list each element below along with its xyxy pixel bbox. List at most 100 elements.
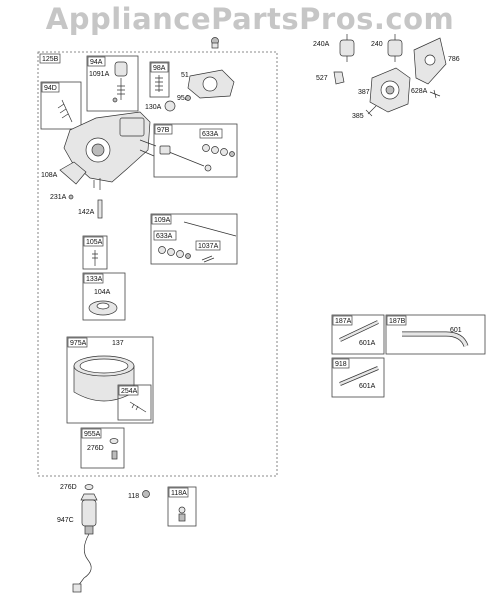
label-105A: 105A (86, 239, 103, 246)
box-254A (117, 384, 152, 421)
tag-133A (83, 273, 104, 284)
tag-187B (386, 315, 407, 326)
label-95A: 95A (177, 95, 190, 102)
label-1037A: 1037A (198, 243, 219, 250)
tag-94A (87, 56, 106, 67)
label-633A-1: 633A (202, 131, 219, 138)
label-955A: 955A (84, 431, 101, 438)
label-142A: 142A (78, 209, 95, 216)
box-955A (80, 427, 125, 469)
screw-628A (429, 89, 441, 99)
tag-94D (41, 82, 60, 93)
gasket-51 (187, 69, 235, 99)
label-601A-1: 601A (359, 340, 376, 347)
label-276D-2: 276D (60, 484, 77, 491)
box-918 (331, 357, 385, 398)
tag-98A (150, 62, 169, 73)
box-975A (66, 336, 154, 424)
choke-shaft-109A (183, 221, 237, 237)
throttle-shaft-97B (159, 144, 235, 172)
fuel-filter-240 (387, 34, 403, 62)
label-601: 601 (450, 327, 462, 334)
label-628A: 628A (411, 88, 428, 95)
fuel-filter-240A (339, 34, 355, 62)
label-975A: 975A (70, 340, 87, 347)
float-104A (88, 300, 118, 316)
box-187B (385, 314, 486, 355)
carburetor-body (63, 111, 157, 190)
box-187A (331, 314, 385, 355)
label-527: 527 (316, 75, 328, 82)
tag-1037A (195, 240, 221, 251)
label-94D: 94D (44, 85, 57, 92)
label-254A: 254A (121, 388, 138, 395)
box-97B (153, 123, 238, 178)
pin-142A (97, 199, 103, 219)
label-98A: 98A (153, 65, 166, 72)
tag-254A (118, 385, 139, 396)
box-94D (40, 81, 82, 130)
screw-105A (92, 250, 98, 266)
label-97B: 97B (157, 127, 170, 134)
label-104A: 104A (94, 289, 111, 296)
part-231A (68, 194, 74, 200)
tag-109A (151, 214, 172, 225)
carburetor-assembly-frame (37, 51, 278, 477)
label-240: 240 (371, 41, 383, 48)
spring-98A (155, 75, 163, 92)
tag-187A (332, 315, 353, 326)
tag-918 (332, 358, 350, 369)
washer-276D-2 (84, 484, 94, 490)
tag-118A (168, 487, 189, 498)
box-105A (82, 235, 108, 270)
label-633A-2: 633A (156, 233, 173, 240)
label-94A: 94A (90, 59, 103, 66)
label-130A: 130A (145, 104, 162, 111)
screw-94D (57, 99, 73, 123)
label-276D-1: 276D (87, 445, 104, 452)
label-231A: 231A (50, 194, 67, 201)
label-387: 387 (358, 89, 370, 96)
tag-633A-2 (153, 230, 177, 241)
fuel-solenoid-947C (72, 493, 98, 593)
label-240A: 240A (313, 41, 330, 48)
label-109A: 109A (154, 217, 171, 224)
box-133A (82, 272, 126, 321)
plate-108A (59, 161, 87, 185)
seals-633A-2 (158, 246, 191, 259)
fuel-line-918 (339, 366, 379, 386)
screw-385 (365, 105, 377, 117)
part-130A (164, 100, 176, 112)
tag-633A-1 (199, 128, 223, 139)
fuel-line-187B (402, 331, 469, 347)
box-118A (167, 486, 197, 527)
tag-975A (67, 337, 88, 348)
tag-125B (39, 53, 61, 64)
watermark: AppliancePartsPros.com (45, 2, 455, 36)
label-187A: 187A (335, 318, 352, 325)
label-133A: 133A (86, 276, 103, 283)
clamp-527 (333, 71, 345, 85)
float-needle-part (112, 61, 128, 103)
bracket-786 (413, 37, 447, 85)
label-1091A: 1091A (89, 71, 110, 78)
label-601A-2: 601A (359, 383, 376, 390)
label-118: 118 (128, 493, 139, 500)
spring-1037A (201, 255, 215, 263)
fuel-line-187A (339, 320, 379, 342)
part-118A (178, 506, 186, 522)
label-118A: 118A (171, 490, 187, 497)
label-786: 786 (448, 56, 460, 63)
label-51: 51 (181, 72, 189, 79)
tag-105A (83, 236, 104, 247)
screw-top (211, 37, 219, 49)
box-109A (150, 213, 238, 265)
tag-955A (81, 428, 102, 439)
label-918: 918 (335, 361, 347, 368)
part-95A (185, 95, 191, 101)
fuel-pump-387 (369, 67, 411, 113)
screw-254A (129, 401, 147, 413)
label-385: 385 (352, 113, 364, 120)
label-137: 137 (112, 340, 124, 347)
label-947C: 947C (57, 517, 74, 524)
